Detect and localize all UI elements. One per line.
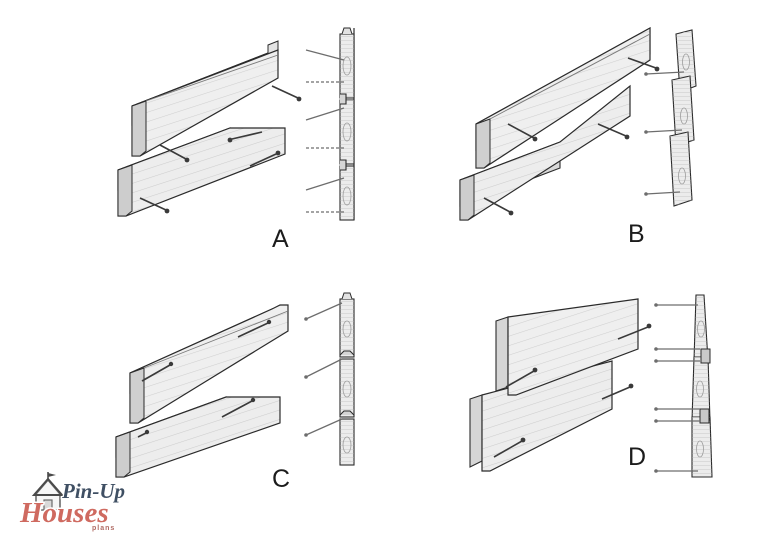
nail-icon xyxy=(305,49,345,61)
nail-icon xyxy=(271,85,302,102)
nail-icon xyxy=(617,323,652,340)
nail-group xyxy=(493,323,652,458)
panel-c-section-drawing xyxy=(304,292,355,466)
board-lower xyxy=(459,84,631,221)
section-nail-group xyxy=(644,71,685,196)
panel-d: D xyxy=(460,295,710,495)
pin-up-houses-logo[interactable]: Pin-Up Houses plans xyxy=(14,470,154,540)
nail-group xyxy=(139,85,302,214)
board-lower xyxy=(115,396,281,478)
section-nail-group xyxy=(654,303,700,473)
section-boards xyxy=(669,29,697,207)
nail-icon xyxy=(654,359,700,363)
panel-a-drawing xyxy=(117,40,302,217)
nail-icon xyxy=(305,177,345,191)
panel-a-section xyxy=(300,20,370,225)
panel-d-section xyxy=(650,285,725,485)
nail-icon xyxy=(304,302,343,321)
nail-icon xyxy=(644,129,683,134)
panel-a-section-drawing xyxy=(305,27,355,221)
nail-icon xyxy=(227,131,263,143)
board-upper xyxy=(475,26,651,169)
nail-icon xyxy=(654,303,698,307)
panel-d-drawing xyxy=(469,298,652,472)
logo-line1: Pin-Up xyxy=(61,479,125,503)
panel-b-drawing xyxy=(459,26,660,221)
nail-icon xyxy=(139,197,170,214)
panel-a: A xyxy=(110,20,380,252)
nail-icon xyxy=(304,358,343,379)
nail-group xyxy=(137,319,272,438)
section-nail-group xyxy=(304,302,343,437)
section-boards xyxy=(691,294,713,478)
panel-c: C xyxy=(110,285,380,500)
nail-icon xyxy=(237,319,272,338)
nail-icon xyxy=(141,361,174,382)
nail-icon xyxy=(627,57,660,72)
board-upper xyxy=(129,304,289,424)
board-lower xyxy=(117,127,286,217)
nail-group xyxy=(483,57,660,216)
panel-d-section-drawing xyxy=(654,294,713,478)
logo-tagline: plans xyxy=(92,525,115,532)
panel-d-label: D xyxy=(628,443,647,471)
nail-icon xyxy=(305,107,345,121)
nail-icon xyxy=(507,123,538,142)
panel-c-drawing xyxy=(115,304,289,478)
panel-b-label: B xyxy=(628,220,646,248)
nail-icon xyxy=(654,469,698,473)
panel-b-section xyxy=(640,20,715,225)
nail-icon xyxy=(505,367,538,388)
section-nail-group xyxy=(305,49,345,213)
nail-icon xyxy=(493,437,526,458)
nail-icon xyxy=(654,347,700,351)
panel-a-label: A xyxy=(272,225,290,253)
board-upper xyxy=(495,298,639,396)
house-icon xyxy=(31,472,65,511)
panel-c-section xyxy=(300,285,370,470)
nail-icon xyxy=(304,418,343,437)
panel-c-label: C xyxy=(272,465,291,493)
nail-icon xyxy=(654,407,700,411)
nail-icon xyxy=(644,71,685,76)
nail-icon xyxy=(137,429,150,438)
nail-icon xyxy=(654,419,700,423)
logo-line2: Houses xyxy=(19,497,109,529)
nail-icon xyxy=(597,123,630,140)
nail-icon xyxy=(249,150,281,167)
board-upper xyxy=(131,40,279,157)
nail-icon xyxy=(483,197,514,216)
nail-icon xyxy=(601,383,634,400)
panel-b: B xyxy=(450,20,700,248)
nail-icon xyxy=(644,191,681,196)
logo-drawing: Pin-Up Houses plans xyxy=(18,472,126,532)
nail-icon xyxy=(159,144,190,163)
section-boards xyxy=(339,292,355,466)
panel-b-section-drawing xyxy=(644,29,697,207)
section-boards xyxy=(339,27,355,221)
nail-icon xyxy=(221,397,256,418)
